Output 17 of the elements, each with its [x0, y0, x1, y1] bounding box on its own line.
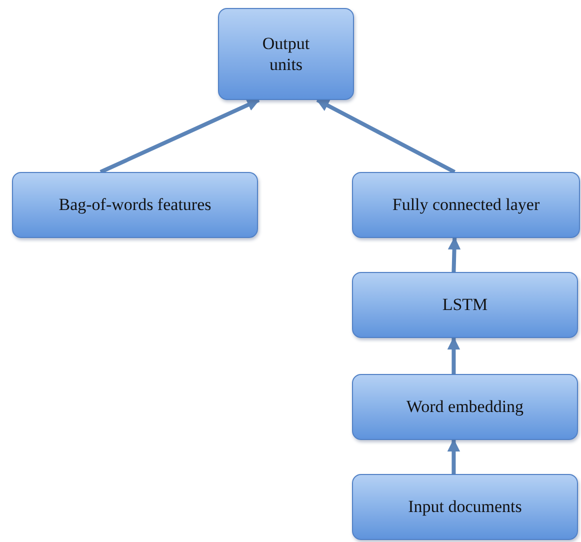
arrow: [447, 336, 460, 374]
process-box: [352, 374, 578, 440]
box-label: LSTM: [442, 294, 488, 316]
process-box: [352, 172, 580, 238]
process-box: [352, 474, 578, 540]
arrow: [316, 98, 456, 174]
box-label: Bag-of-words features: [58, 194, 212, 216]
box-label: Input documents: [408, 496, 522, 518]
arrow: [447, 438, 460, 474]
box-label: Fully connected layer: [392, 194, 540, 216]
box-label: Output units: [261, 32, 311, 76]
arrow: [100, 98, 260, 174]
process-box: [12, 172, 258, 238]
box-label: Word embedding: [406, 396, 524, 418]
process-box: [218, 8, 354, 100]
arrow: [448, 236, 461, 272]
process-box: [352, 272, 578, 338]
